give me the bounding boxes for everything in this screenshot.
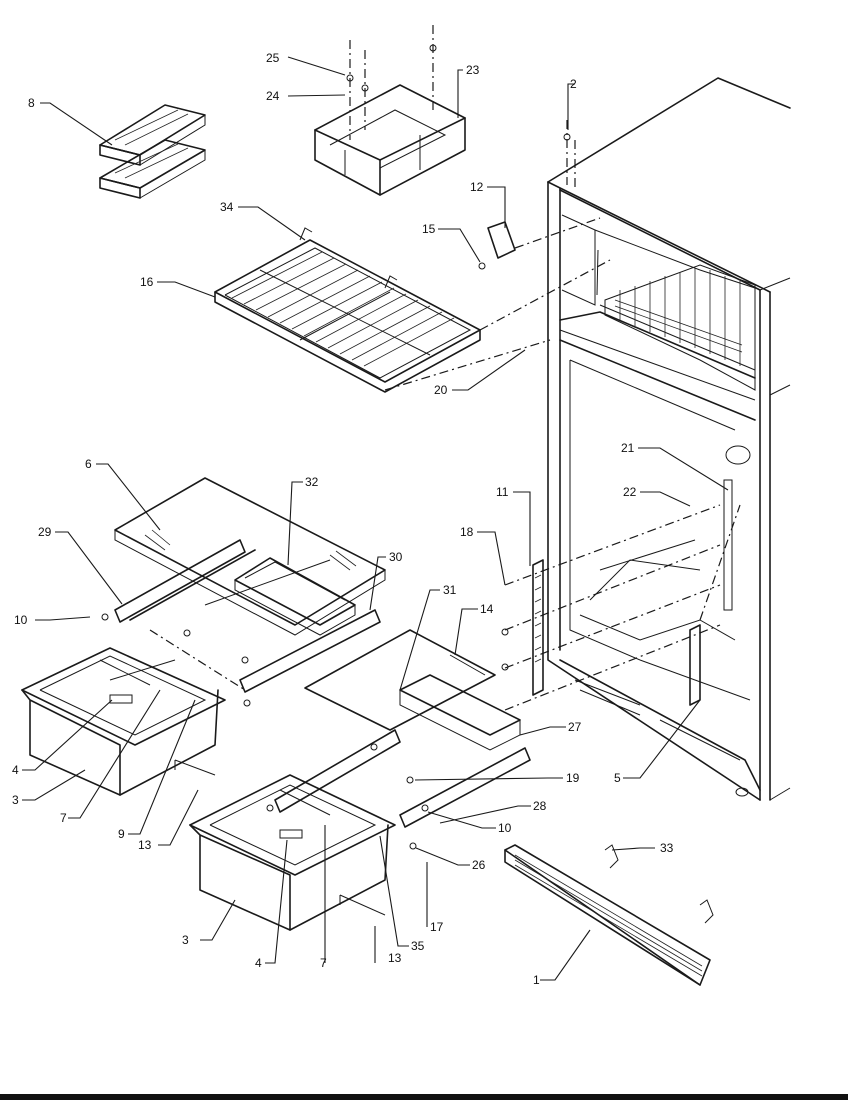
callout-31: 31	[443, 583, 457, 597]
callout-3-right: 3	[182, 933, 189, 947]
refrigerator-cabinet	[547, 77, 791, 801]
callout-6: 6	[85, 457, 92, 471]
callout-22: 22	[623, 485, 637, 499]
callout-35: 35	[411, 939, 425, 953]
callout-19: 19	[566, 771, 580, 785]
callout-17: 17	[430, 920, 444, 934]
callout-24: 24	[266, 89, 280, 103]
callout-10-right: 10	[498, 821, 512, 835]
top-screws	[563, 120, 576, 190]
callout-29: 29	[38, 525, 52, 539]
callout-11: 11	[496, 485, 509, 499]
freezer-wire-shelf	[214, 227, 611, 393]
callout-1: 1	[533, 973, 540, 987]
callout-4-right: 4	[255, 956, 262, 970]
callout-33: 33	[660, 841, 674, 855]
callout-2: 2	[570, 77, 577, 91]
callout-3-left: 3	[12, 793, 19, 807]
left-crisper-drawer	[21, 647, 226, 796]
page-bottom-border	[0, 1094, 848, 1100]
callout-16: 16	[140, 275, 154, 289]
callout-21: 21	[621, 441, 635, 455]
ice-trays	[99, 104, 206, 199]
callout-4-left: 4	[12, 763, 19, 777]
right-slide-rails	[266, 674, 531, 850]
callout-14: 14	[480, 602, 494, 616]
freezer-grille	[604, 264, 756, 391]
callout-23: 23	[466, 63, 480, 77]
callout-27: 27	[568, 720, 582, 734]
callout-30: 30	[389, 550, 403, 564]
right-crisper-drawer	[189, 774, 396, 931]
crisper-cover-glass	[114, 477, 386, 636]
callout-25: 25	[266, 51, 280, 65]
callout-15: 15	[422, 222, 436, 236]
right-crisper-cover	[304, 629, 496, 731]
callout-7-right: 7	[320, 956, 327, 970]
callout-5: 5	[614, 771, 621, 785]
callout-32: 32	[305, 475, 319, 489]
left-slide-rails	[101, 539, 381, 707]
callout-8: 8	[28, 96, 35, 110]
callout-7-left: 7	[60, 811, 67, 825]
callout-10-left: 10	[14, 613, 28, 627]
callout-26: 26	[472, 858, 486, 872]
callout-13-left: 13	[138, 838, 152, 852]
callout-12: 12	[470, 180, 484, 194]
callout-34: 34	[220, 200, 234, 214]
base-grille	[504, 844, 714, 986]
callout-13-right: 13	[388, 951, 402, 965]
leader-lines	[22, 56, 729, 981]
callout-28: 28	[533, 799, 547, 813]
callout-20: 20	[434, 383, 448, 397]
crisper-frame	[204, 557, 356, 636]
light-cover	[478, 217, 601, 270]
callout-9: 9	[118, 827, 125, 841]
ice-bin	[314, 25, 466, 196]
callout-labels: 25 24 23 2 8 12 15 34 16 20 21 22 6 32 1…	[12, 51, 674, 987]
shelf-ladder-rail	[501, 504, 721, 711]
callout-18: 18	[460, 525, 474, 539]
